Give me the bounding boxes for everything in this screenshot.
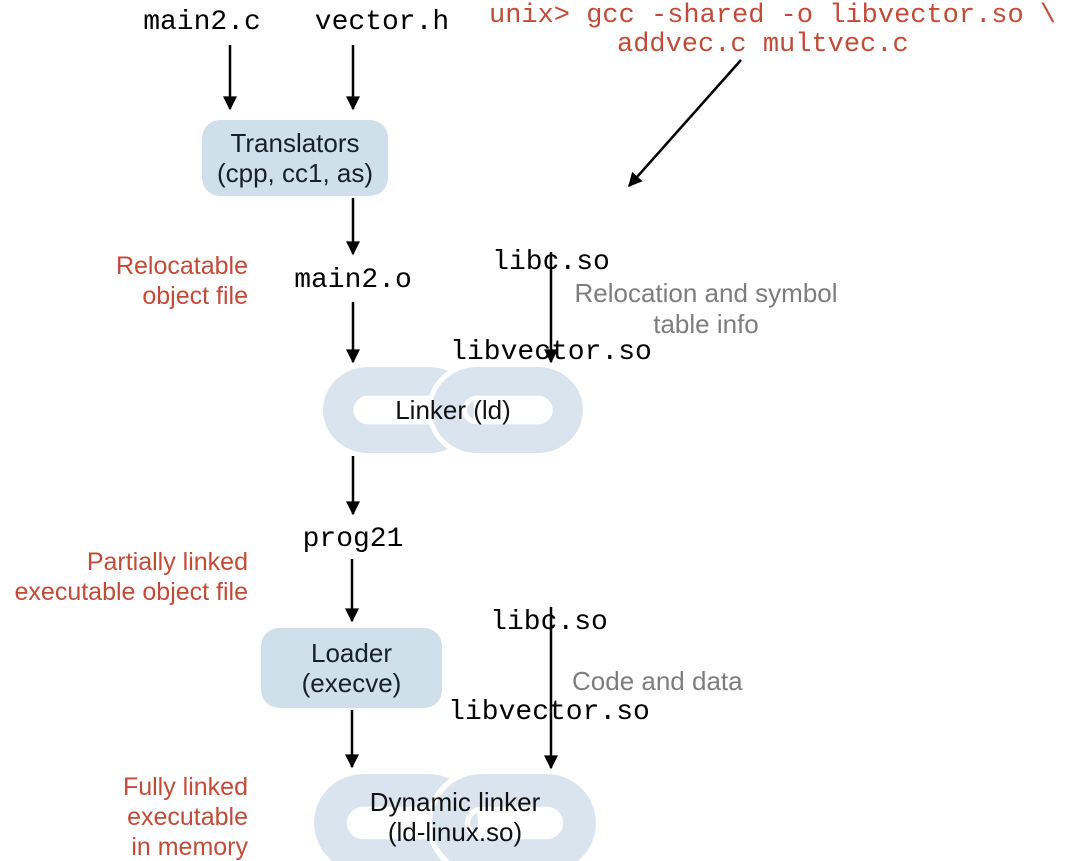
shell-command-line2: addvec.c multvec.c (617, 30, 909, 60)
dynamic-linker-node: Dynamic linker (ld-linux.so) (313, 773, 597, 861)
label-main2-c: main2.c (143, 7, 261, 38)
fully-linked-line3: in memory (131, 833, 248, 861)
translators-subtitle: (cpp, cc1, as) (216, 158, 374, 188)
linker-title: Linker (ld) (395, 395, 511, 425)
code-and-data-note: Code and data (572, 666, 743, 696)
relocatable-note-line1: Relocatable (115, 252, 248, 280)
shared-libs-link-line2: libvector.so (450, 337, 652, 368)
shared-libs-load-line1: libc.so (490, 607, 608, 638)
loader-node: Loader (execve) (261, 628, 442, 708)
dynamic-linker-title: Dynamic linker (369, 787, 541, 817)
fully-linked-line2: executable (127, 803, 248, 831)
fully-linked-note: Fully linked executable in memory (0, 772, 248, 861)
label-prog21: prog21 (302, 524, 404, 555)
translators-node: Translators (cpp, cc1, as) (202, 120, 388, 196)
fully-linked-line1: Fully linked (122, 773, 248, 801)
relocatable-note: Relocatable object file (0, 251, 248, 311)
dynamic-linker-subtitle: (ld-linux.so) (387, 817, 523, 847)
loader-title: Loader (311, 638, 392, 668)
shared-libs-load-line2: libvector.so (448, 697, 650, 728)
label-vector-h: vector.h (314, 7, 450, 38)
relocation-info-line2: table info (653, 309, 759, 339)
arrow-command-to-libs (628, 59, 742, 188)
shell-command-line1: unix> gcc -shared -o libvector.so \ (489, 1, 1057, 31)
loader-subtitle: (execve) (301, 668, 402, 698)
chain-icon (323, 366, 584, 454)
dynamic-linker-label: Dynamic linker (ld-linux.so) (313, 787, 597, 847)
partially-linked-line2: executable object file (14, 578, 248, 606)
relocation-info-note: Relocation and symbol table info (574, 278, 837, 340)
shared-libs-load: libc.so libvector.so (448, 548, 650, 788)
shared-libs-link-line1: libc.so (492, 247, 610, 278)
relocation-info-line1: Relocation and symbol (574, 278, 838, 308)
translators-title: Translators (230, 128, 360, 158)
partially-linked-note: Partially linked executable object file (0, 547, 248, 607)
label-main2-o: main2.o (294, 265, 412, 296)
linker-node: Linker (ld) (322, 366, 584, 454)
partially-linked-line1: Partially linked (86, 548, 248, 576)
chain-icon (314, 773, 597, 861)
relocatable-note-line2: object file (142, 282, 248, 310)
